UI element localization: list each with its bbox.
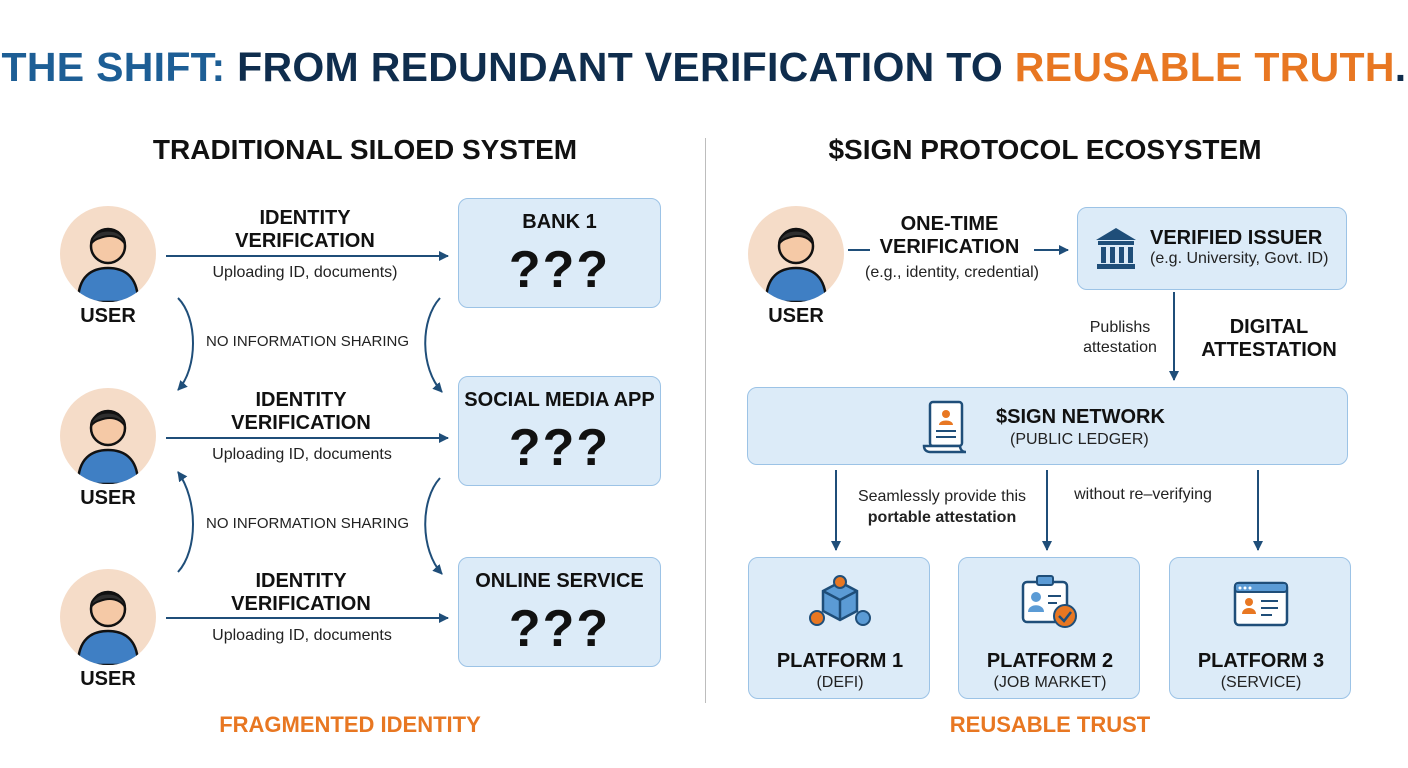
left-section-heading: TRADITIONAL SILOED SYSTEM	[152, 134, 578, 165]
issuer-detail: (e.g. University, Govt. ID)	[1150, 250, 1329, 267]
platform-subtitle: (DEFI)	[816, 674, 864, 691]
no-sharing-label: NO INFORMATION SHARING	[206, 515, 410, 532]
user-label: USER	[80, 487, 136, 509]
publishes-label: Publishs attestation	[1068, 318, 1172, 358]
platform-title: PLATFORM 1	[776, 650, 904, 672]
curve-arrow-service-1	[424, 297, 443, 393]
without-reverifying-label: without re–verifying	[1074, 486, 1212, 503]
verification-detail: Uploading ID, documents	[212, 446, 392, 463]
publishes-line-1: Publishs	[1089, 319, 1151, 336]
browser-profile-icon	[1233, 581, 1289, 627]
verified-issuer-box: VERIFIED ISSUER (e.g. University, Govt. …	[1077, 207, 1347, 290]
unknown-marks: ???	[508, 241, 611, 299]
platform-card-2: PLATFORM 2 (JOB MARKET)	[958, 557, 1140, 699]
user-label: USER	[80, 668, 136, 690]
title-part-1: THE SHIFT:	[1, 44, 226, 90]
publishes-line-2: attestation	[1083, 339, 1157, 356]
right-section-heading: $SIGN PROTOCOL ECOSYSTEM	[828, 134, 1262, 165]
user-avatar-icon	[60, 569, 156, 665]
verification-detail: Uploading ID, documents	[212, 627, 392, 644]
no-sharing-label: NO INFORMATION SHARING	[206, 333, 410, 350]
seamless-line-1: Seamlessly provide this	[857, 488, 1027, 505]
verification-line-2: VERIFICATION	[231, 593, 371, 615]
verification-label: IDENTITY VERIFICATION	[196, 570, 406, 616]
center-divider	[705, 138, 706, 703]
user-avatar-icon	[60, 388, 156, 484]
seamless-line-2: portable attestation	[867, 509, 1017, 526]
one-time-line-2: VERIFICATION	[879, 236, 1020, 258]
network-detail: (PUBLIC LEDGER)	[1010, 431, 1149, 448]
title-part-3: REUSABLE TRUTH	[1014, 44, 1395, 90]
user-label: USER	[768, 305, 824, 327]
digital-line-2: ATTESTATION	[1201, 339, 1337, 361]
platform-subtitle: (SERVICE)	[1220, 674, 1302, 691]
page-title: THE SHIFT: FROM REDUNDANT VERIFICATION T…	[0, 44, 1408, 91]
verification-line-2: VERIFICATION	[235, 230, 375, 252]
digital-line-1: DIGITAL	[1229, 316, 1309, 338]
service-box-title: BANK 1	[522, 211, 597, 233]
verification-line-2: VERIFICATION	[231, 412, 371, 434]
service-box-online: ONLINE SERVICE ???	[458, 557, 661, 667]
service-box-bank: BANK 1 ???	[458, 198, 661, 308]
document-scroll-icon	[922, 400, 967, 454]
platform-card-3: PLATFORM 3 (SERVICE)	[1169, 557, 1351, 699]
bank-building-icon	[1096, 228, 1136, 269]
one-time-detail: (e.g., identity, credential)	[864, 264, 1039, 281]
right-footer-label: REUSABLE TRUST	[949, 712, 1151, 737]
curve-arrow-service-2	[424, 477, 443, 575]
network-title: $SIGN NETWORK	[996, 406, 1165, 428]
seamless-label: Seamlessly provide this portable attesta…	[842, 486, 1042, 528]
user-avatar-icon	[60, 206, 156, 302]
service-box-title: ONLINE SERVICE	[475, 570, 644, 592]
platform-subtitle: (JOB MARKET)	[993, 674, 1107, 691]
service-box-social: SOCIAL MEDIA APP ???	[458, 376, 661, 486]
verification-line-1: IDENTITY	[259, 207, 351, 229]
verification-line-1: IDENTITY	[255, 389, 347, 411]
verification-label: IDENTITY VERIFICATION	[196, 389, 406, 435]
curve-arrow-user-1	[177, 297, 194, 391]
platform-title: PLATFORM 2	[986, 650, 1114, 672]
unknown-marks: ???	[508, 419, 611, 477]
id-badge-check-icon	[1021, 575, 1077, 628]
defi-cube-icon	[809, 575, 871, 626]
unknown-marks: ???	[508, 600, 611, 658]
one-time-verification-label: ONE-TIME VERIFICATION	[862, 213, 1037, 259]
title-part-2: FROM REDUNDANT VERIFICATION TO	[225, 44, 1015, 90]
platform-title: PLATFORM 3	[1197, 650, 1325, 672]
sign-network-box: $SIGN NETWORK (PUBLIC LEDGER)	[747, 387, 1348, 465]
one-time-line-1: ONE-TIME	[900, 213, 999, 235]
user-avatar-icon	[748, 206, 844, 302]
title-part-4: .	[1394, 44, 1407, 90]
service-box-title: SOCIAL MEDIA APP	[464, 389, 655, 411]
verification-line-1: IDENTITY	[255, 570, 347, 592]
verification-detail: Uploading ID, documents)	[212, 264, 398, 281]
digital-attestation-label: DIGITAL ATTESTATION	[1186, 316, 1352, 362]
user-label: USER	[80, 305, 136, 327]
platform-card-1: PLATFORM 1 (DEFI)	[748, 557, 930, 699]
verification-label: IDENTITY VERIFICATION	[200, 207, 410, 253]
issuer-title: VERIFIED ISSUER	[1150, 227, 1323, 249]
left-footer-label: FRAGMENTED IDENTITY	[219, 712, 481, 737]
curve-arrow-user-2	[177, 471, 194, 573]
